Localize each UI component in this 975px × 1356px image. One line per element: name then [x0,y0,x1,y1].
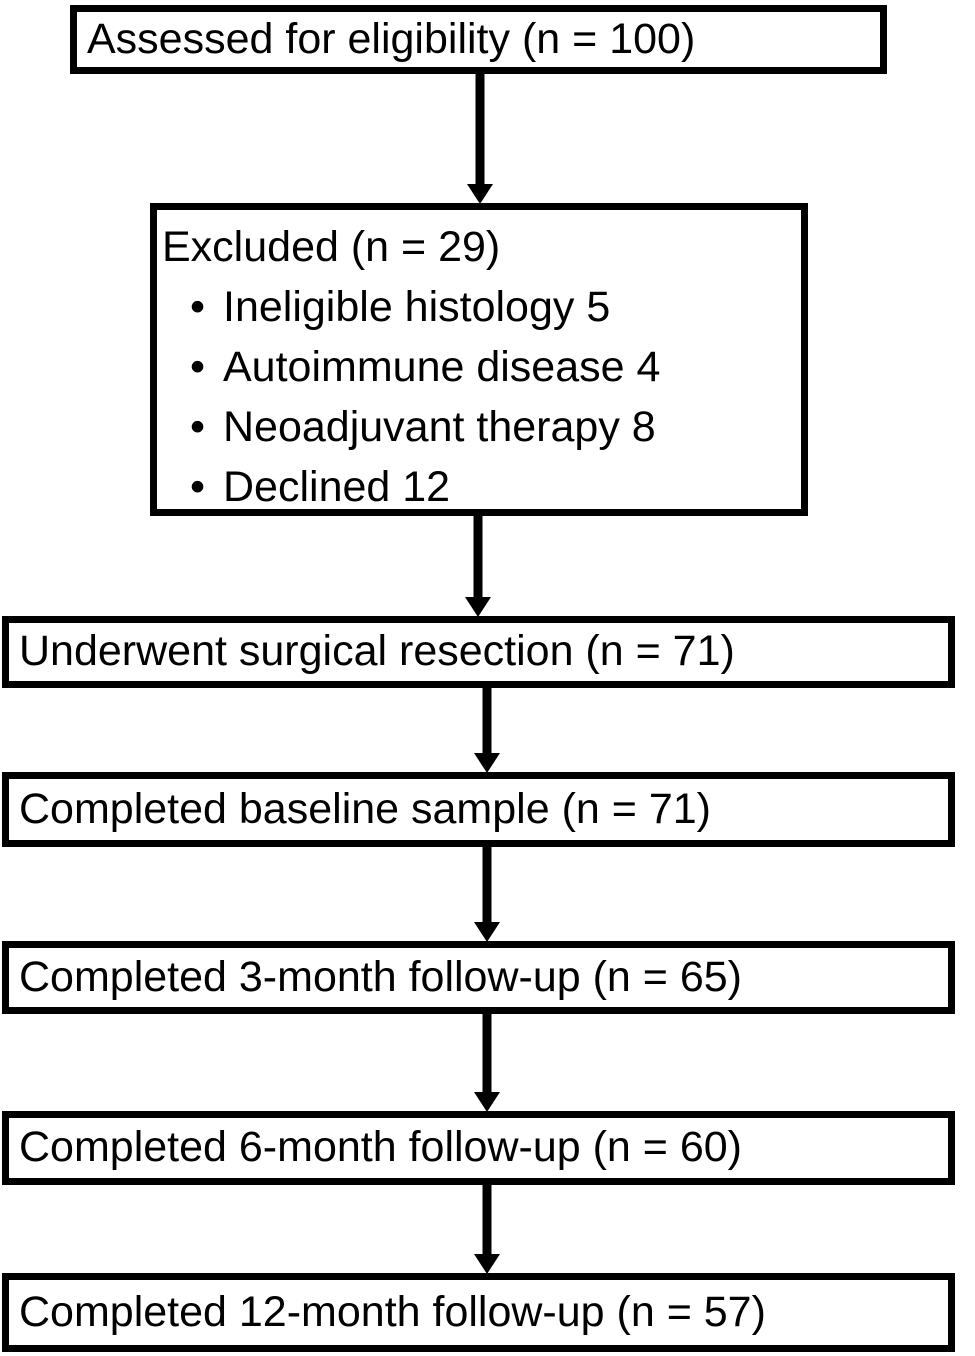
arrow-shaft [482,1012,492,1094]
down-arrow-6 [474,1183,500,1274]
arrow-head-icon [474,1092,500,1112]
flow-box-3-month-followup: Completed 3-month follow-up (n = 65) [2,941,955,1014]
flow-box-6-month-followup: Completed 6-month follow-up (n = 60) [2,1111,955,1185]
excluded-bullet-row: • Declined 12 [162,458,801,518]
bullet-icon: • [190,463,206,512]
arrow-shaft [473,514,483,599]
arrow-head-icon [465,597,491,617]
excluded-bullet-label: Neoadjuvant therapy 8 [223,403,656,452]
flow-box-baseline-sample: Completed baseline sample (n = 71) [2,772,955,847]
flow-box-assessed: Assessed for eligibility (n = 100) [70,5,887,74]
arrow-head-icon [474,753,500,773]
arrow-shaft [482,1183,492,1256]
baseline-label: Completed baseline sample (n = 71) [19,784,711,833]
excluded-bullet-row: • Autoimmune disease 4 [162,338,801,398]
excluded-bullet-label: Autoimmune disease 4 [223,343,661,392]
bullet-icon: • [190,343,206,392]
arrow-shaft [475,74,485,186]
flow-box-12-month-followup: Completed 12-month follow-up (n = 57) [2,1273,955,1352]
bullet-icon: • [190,283,206,332]
excluded-bullet-label: Ineligible histology 5 [223,283,611,332]
down-arrow-1 [467,74,493,204]
month6-label: Completed 6-month follow-up (n = 60) [19,1123,743,1172]
flow-box-excluded: Excluded (n = 29) • Ineligible histology… [150,203,808,516]
assessed-label: Assessed for eligibility (n = 100) [87,14,696,63]
excluded-bullet-row: • Ineligible histology 5 [162,278,801,338]
bullet-icon: • [190,403,206,452]
arrow-head-icon [467,184,493,204]
arrow-shaft [482,845,492,924]
excluded-bullet-label: Declined 12 [223,463,451,512]
arrow-head-icon [474,922,500,942]
month3-label: Completed 3-month follow-up (n = 65) [19,952,743,1001]
down-arrow-2 [465,514,491,617]
arrow-head-icon [474,1254,500,1274]
excluded-bullet-row: • Neoadjuvant therapy 8 [162,398,801,458]
down-arrow-5 [474,1012,500,1112]
down-arrow-4 [474,845,500,942]
surgical-label: Underwent surgical resection (n = 71) [19,627,735,676]
month12-label: Completed 12-month follow-up (n = 57) [19,1287,766,1336]
excluded-title: Excluded (n = 29) [162,223,501,272]
down-arrow-3 [474,686,500,773]
flow-box-surgical-resection: Underwent surgical resection (n = 71) [2,616,955,688]
arrow-shaft [482,686,492,755]
